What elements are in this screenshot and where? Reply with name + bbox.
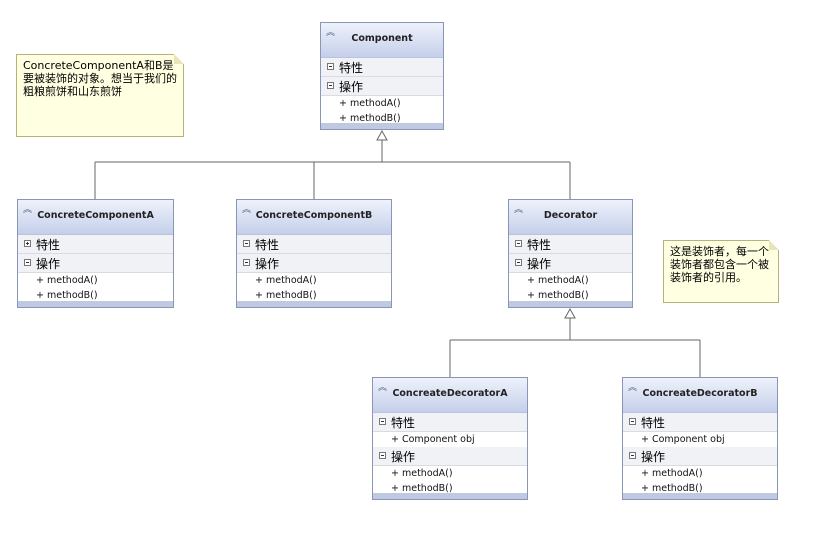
operations-section[interactable]: 操作: [373, 447, 527, 466]
class-name: Decorator: [543, 210, 598, 221]
collapse-toggle-icon[interactable]: [24, 259, 31, 266]
class-name: ConcreateDecoratorA: [392, 388, 508, 399]
collapse-chevron-icon[interactable]: ︽: [23, 205, 33, 215]
attributes-section[interactable]: 特性: [321, 58, 443, 77]
class-header: ︽ ConcreateDecoratorB: [623, 378, 777, 413]
method-item[interactable]: + methodA(): [255, 275, 317, 286]
class-component[interactable]: ︽ Component 特性 操作 + methodA() + methodB(…: [320, 22, 444, 130]
class-name: ConcreateDecoratorB: [642, 388, 758, 399]
class-header: ︽ ConcreteComponentB: [237, 200, 391, 235]
operations-section[interactable]: 操作: [237, 254, 391, 273]
collapse-chevron-icon[interactable]: ︽: [242, 205, 252, 215]
method-item[interactable]: + methodB(): [36, 290, 98, 301]
collapse-chevron-icon[interactable]: ︽: [514, 205, 524, 215]
class-name: Component: [351, 33, 413, 44]
method-item[interactable]: + methodB(): [255, 290, 317, 301]
expand-toggle-icon[interactable]: [24, 240, 31, 247]
collapse-toggle-icon[interactable]: [629, 418, 636, 425]
class-concreate-decorator-b[interactable]: ︽ ConcreateDecoratorB 特性 + Component obj…: [622, 377, 778, 500]
method-item[interactable]: + methodA(): [527, 275, 589, 286]
collapse-toggle-icon[interactable]: [243, 259, 250, 266]
collapse-toggle-icon[interactable]: [515, 240, 522, 247]
collapse-toggle-icon[interactable]: [629, 452, 636, 459]
attribute-item[interactable]: + Component obj: [391, 434, 475, 445]
generalization-arrow-component: [376, 129, 388, 141]
method-item[interactable]: + methodB(): [527, 290, 589, 301]
method-item[interactable]: + methodB(): [641, 483, 703, 494]
class-name: ConcreteComponentA: [37, 210, 154, 221]
collapse-chevron-icon[interactable]: ︽: [326, 28, 336, 38]
collapse-toggle-icon[interactable]: [515, 259, 522, 266]
attributes-section[interactable]: 特性: [18, 235, 173, 254]
method-item[interactable]: + methodA(): [339, 98, 401, 109]
class-header: ︽ Component: [321, 23, 443, 58]
method-item[interactable]: + methodA(): [391, 468, 453, 479]
comment-note[interactable]: 这是装饰者，每一个装饰者都包含一个被装饰者的引用。: [663, 240, 779, 303]
class-header: ︽ ConcreateDecoratorA: [373, 378, 527, 413]
collapse-toggle-icon[interactable]: [327, 63, 334, 70]
method-item[interactable]: + methodB(): [391, 483, 453, 494]
operations-section[interactable]: 操作: [321, 77, 443, 96]
class-concrete-component-b[interactable]: ︽ ConcreteComponentB 特性 操作 + methodA() +…: [236, 199, 392, 308]
operations-section[interactable]: 操作: [18, 254, 173, 273]
attributes-section[interactable]: 特性: [237, 235, 391, 254]
operations-section[interactable]: 操作: [623, 447, 777, 466]
attributes-section[interactable]: 特性: [623, 413, 777, 432]
collapse-chevron-icon[interactable]: ︽: [378, 383, 388, 393]
class-name: ConcreteComponentB: [255, 210, 373, 221]
note-fold-icon: [174, 54, 184, 64]
class-header: ︽ ConcreteComponentA: [18, 200, 173, 235]
class-concrete-component-a[interactable]: ︽ ConcreteComponentA 特性 操作 + methodA() +…: [17, 199, 174, 308]
collapse-toggle-icon[interactable]: [327, 82, 334, 89]
class-concreate-decorator-a[interactable]: ︽ ConcreateDecoratorA 特性 + Component obj…: [372, 377, 528, 500]
attributes-section[interactable]: 特性: [373, 413, 527, 432]
class-header: ︽ Decorator: [509, 200, 632, 235]
collapse-chevron-icon[interactable]: ︽: [628, 383, 638, 393]
attributes-section[interactable]: 特性: [509, 235, 632, 254]
comment-note[interactable]: ConcreteComponentA和B是要被装饰的对象。想当于我们的粗粮煎饼和…: [16, 54, 184, 137]
generalization-arrow-decorator: [564, 307, 576, 319]
operations-section[interactable]: 操作: [509, 254, 632, 273]
method-item[interactable]: + methodA(): [36, 275, 98, 286]
note-text: ConcreteComponentA和B是要被装饰的对象。想当于我们的粗粮煎饼和…: [23, 59, 177, 98]
collapse-toggle-icon[interactable]: [243, 240, 250, 247]
note-text: 这是装饰者，每一个装饰者都包含一个被装饰者的引用。: [670, 245, 769, 284]
attribute-item[interactable]: + Component obj: [641, 434, 725, 445]
collapse-toggle-icon[interactable]: [379, 418, 386, 425]
note-fold-icon: [769, 240, 779, 250]
class-decorator[interactable]: ︽ Decorator 特性 操作 + methodA() + methodB(…: [508, 199, 633, 308]
method-item[interactable]: + methodA(): [641, 468, 703, 479]
collapse-toggle-icon[interactable]: [379, 452, 386, 459]
method-item[interactable]: + methodB(): [339, 113, 401, 124]
